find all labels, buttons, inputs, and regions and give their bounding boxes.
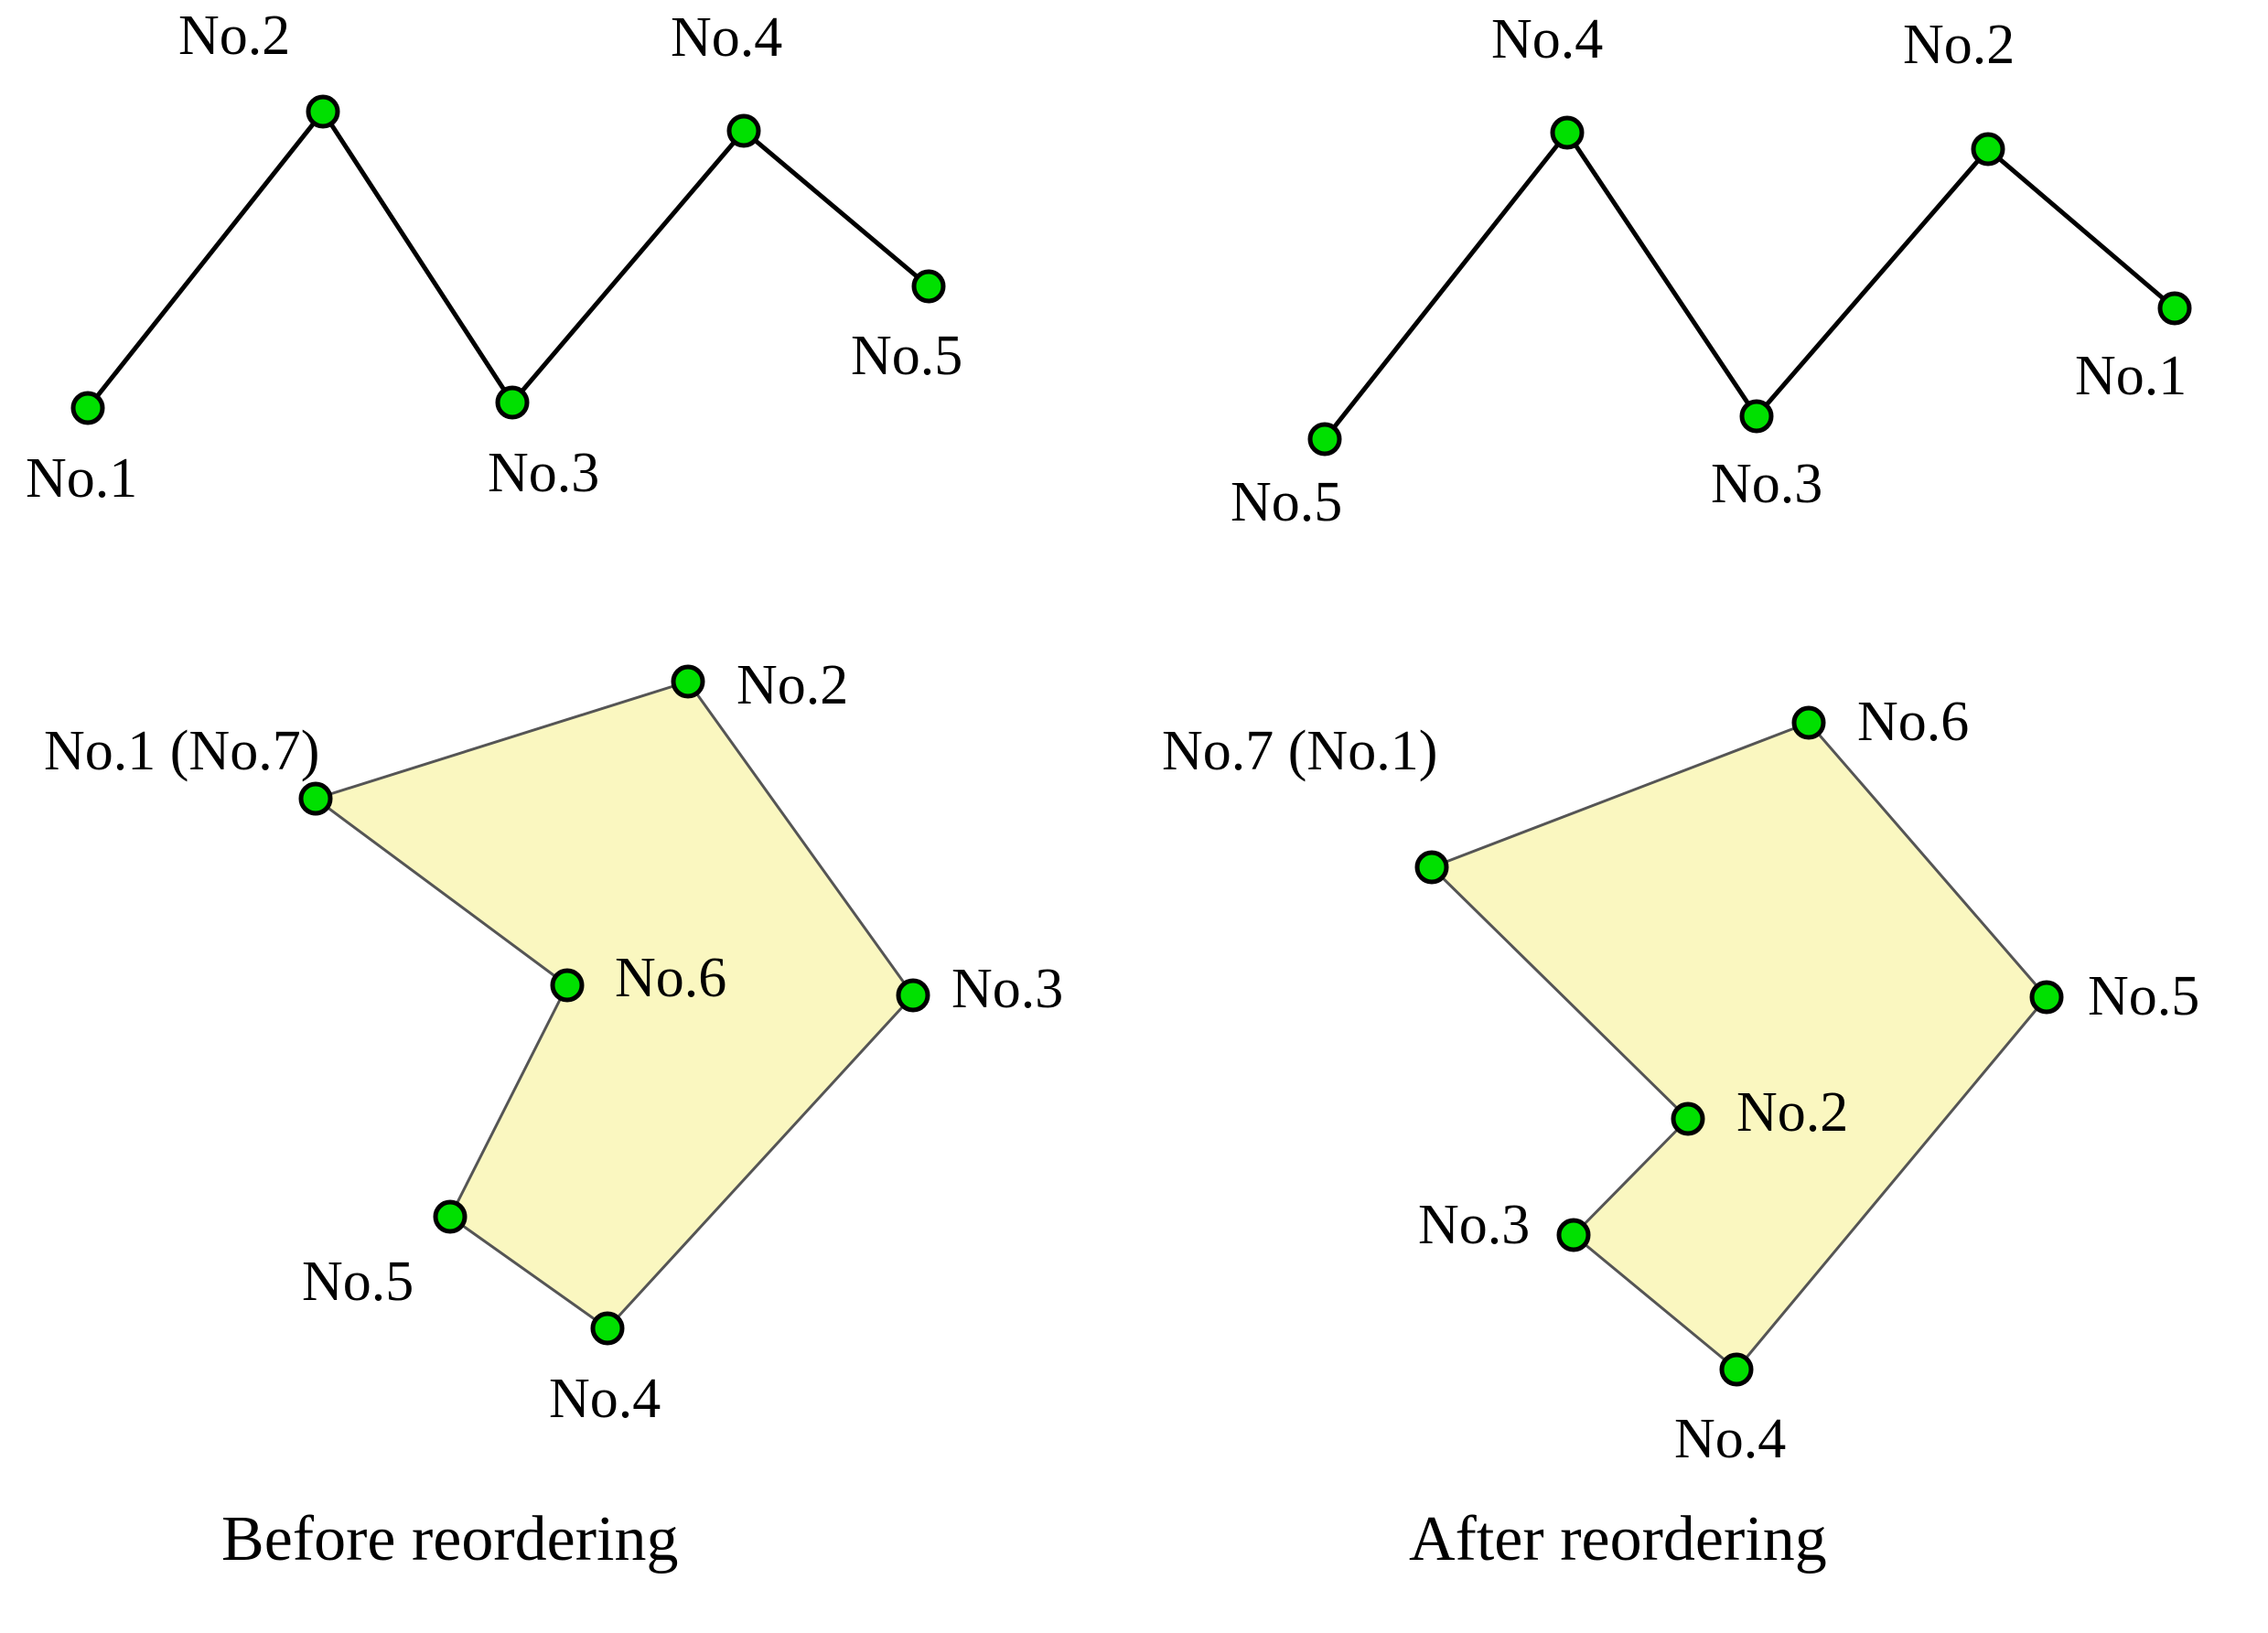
vertex-label: No.5 [851,325,963,387]
vertex-label: No.3 [951,958,1064,1020]
vertex-marker[interactable] [433,1199,468,1234]
vertex-label: No.1 [2075,345,2187,407]
vertex-marker[interactable] [298,781,333,816]
polyline-paths [85,109,2177,442]
vertex-marker[interactable] [2029,980,2064,1015]
vertex-marker[interactable] [550,968,585,1003]
vertex-label: No.5 [302,1251,414,1313]
polygon-shapes [314,680,2048,1371]
vertex-label: No.4 [1674,1408,1787,1470]
polyline-top-right-polyline [1322,130,2177,442]
vertex-label: No.7 (No.1) [1162,720,1438,782]
vertex-markers [70,94,2192,1387]
vertex-marker[interactable] [1719,1352,1754,1387]
vertex-label: No.5 [2088,965,2200,1027]
vertex-label: No.3 [488,442,600,504]
vertex-label: No.1 [26,447,138,510]
vertex-marker[interactable] [1307,422,1342,457]
polyline-top-left-polyline [85,109,931,411]
vertex-label: No.4 [1491,8,1604,70]
vertex-label: No.2 [1903,14,2015,76]
vertex-marker[interactable] [1739,399,1774,434]
vertex-label: No.4 [671,6,783,69]
vertex-marker[interactable] [1556,1218,1591,1252]
vertex-label: No.2 [178,5,291,67]
vertex-marker[interactable] [306,94,340,129]
panel-caption-after: After reordering [1409,1504,1827,1574]
vertex-label: No.2 [736,654,849,716]
vertex-label: No.1 (No.7) [44,720,320,782]
vertex-marker[interactable] [1971,132,2005,167]
vertex-label: No.5 [1231,471,1343,533]
vertex-label: No.2 [1736,1081,1849,1144]
vertex-marker[interactable] [495,385,530,420]
vertex-marker[interactable] [70,391,105,425]
vertex-marker[interactable] [1791,705,1826,740]
vertex-label: No.3 [1418,1194,1531,1256]
vertex-marker[interactable] [2157,291,2192,326]
vertex-marker[interactable] [896,978,930,1013]
vertex-label: No.6 [615,947,727,1009]
vertex-marker[interactable] [590,1311,625,1346]
panel-caption-before: Before reordering [221,1504,679,1574]
vertex-label: No.3 [1711,453,1823,515]
vertex-marker[interactable] [1414,850,1449,885]
vertex-marker[interactable] [911,269,946,304]
vertex-marker[interactable] [671,664,705,699]
vertex-label: No.4 [549,1368,661,1430]
vertex-marker[interactable] [726,113,761,148]
polygon-bottom-right-polygon [1430,721,2048,1371]
vertex-marker[interactable] [1671,1101,1705,1136]
vertex-marker[interactable] [1550,115,1585,150]
vertex-label: No.6 [1857,691,1970,753]
